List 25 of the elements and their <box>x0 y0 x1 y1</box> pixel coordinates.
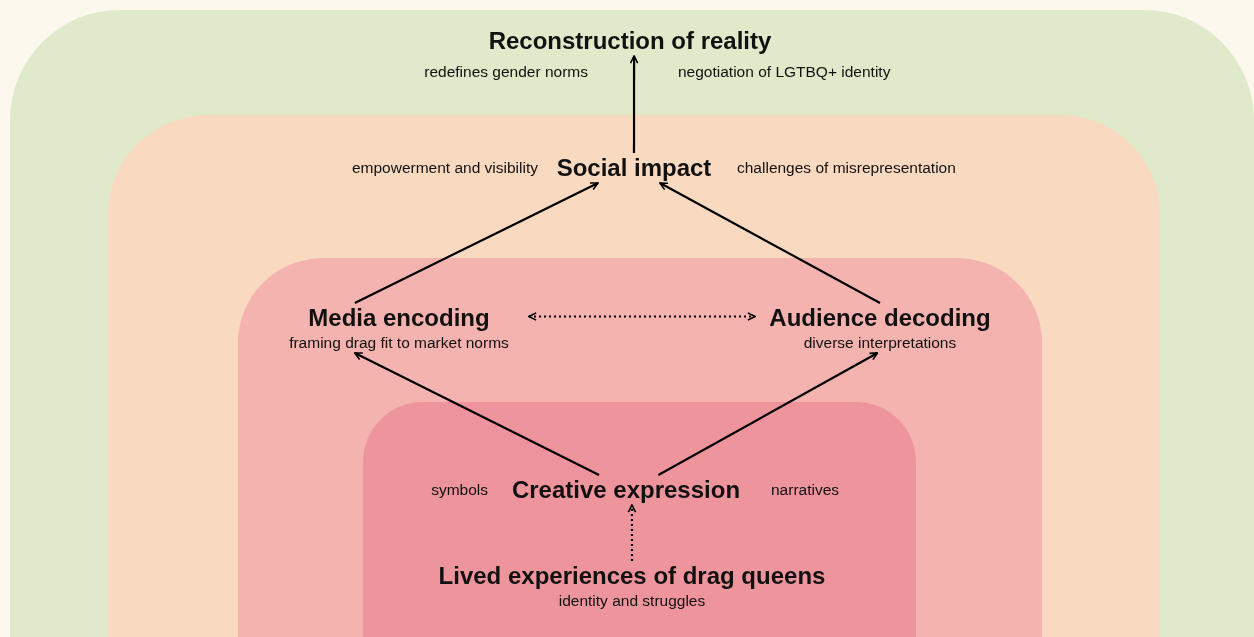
annotation-text: negotiation of LGTBQ+ identity <box>678 62 891 82</box>
nested-band <box>10 10 1254 637</box>
node-subtitle: identity and struggles <box>558 591 706 611</box>
node-title: Reconstruction of reality <box>488 26 772 56</box>
node-subtitle: framing drag fit to market norms <box>289 333 509 353</box>
node-title: Audience decoding <box>769 303 991 333</box>
annotation-text: challenges of misrepresentation <box>737 158 956 178</box>
arrow <box>629 55 639 153</box>
annotation-text: symbols <box>431 480 488 500</box>
annotation-text: empowerment and visibility <box>351 158 538 178</box>
arrow <box>528 312 756 321</box>
node-subtitle: diverse interpretations <box>803 333 957 353</box>
arrow <box>354 352 600 476</box>
arrow <box>354 182 599 304</box>
annotation-text: narratives <box>771 480 840 500</box>
node-title: Creative expression <box>511 475 741 505</box>
nested-band <box>238 258 1042 637</box>
arrow <box>657 352 879 476</box>
annotation-text: redefines gender norms <box>424 62 588 82</box>
node-title: Media encoding <box>308 303 490 333</box>
node-title: Lived experiences of drag queens <box>438 561 826 591</box>
node-title: Social impact <box>556 153 712 183</box>
arrow <box>627 504 637 561</box>
nested-band <box>108 115 1160 637</box>
arrow <box>659 182 881 304</box>
